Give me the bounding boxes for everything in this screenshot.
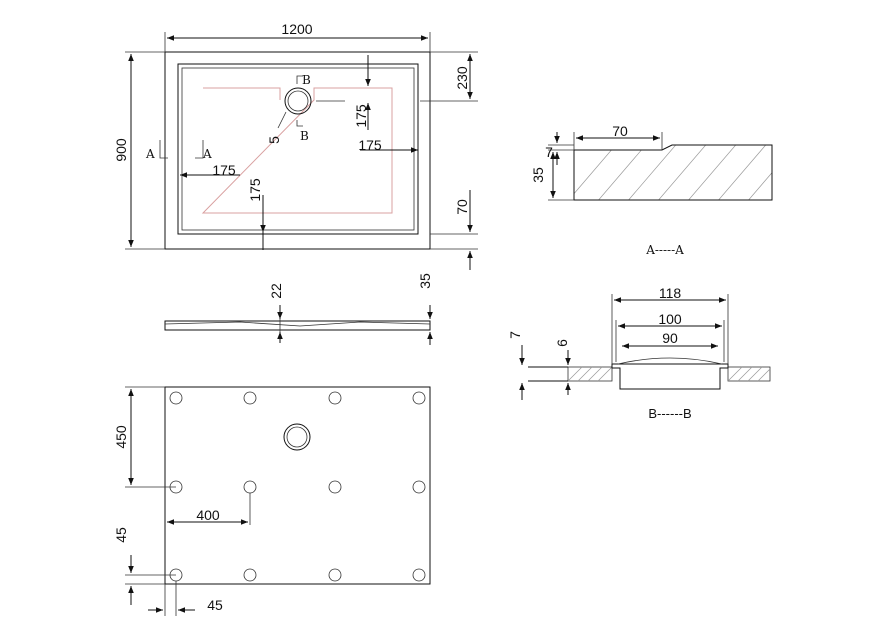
- dim-1200: 1200: [281, 21, 312, 37]
- bottom-drain-inner: [286, 426, 308, 448]
- support-foot: [328, 391, 342, 405]
- support-foot: [412, 480, 426, 494]
- drain-inner: [287, 90, 309, 112]
- section-b-hatching-right: [727, 366, 771, 382]
- support-foot: [328, 480, 342, 494]
- side-profile: [164, 320, 431, 331]
- dim-35-a: 35: [530, 167, 546, 183]
- dim-230: 230: [454, 66, 470, 90]
- dim-400: 400: [196, 507, 220, 523]
- tray-outline: [164, 51, 431, 250]
- tray-inner-border: [177, 63, 419, 235]
- dim-45-h: 45: [207, 597, 223, 613]
- dim-175-bottom: 175: [247, 178, 263, 202]
- drain-body: [611, 363, 729, 390]
- support-foot: [243, 391, 257, 405]
- support-foot: [243, 480, 257, 494]
- dim-450: 450: [113, 425, 129, 449]
- dim-7-b: 7: [507, 331, 523, 339]
- section-b-label: B------B: [648, 406, 691, 421]
- section-a-right-label: A: [202, 147, 212, 161]
- dim-118: 118: [659, 285, 682, 301]
- bottom-outline: [164, 386, 431, 585]
- bottom-drain-outer: [283, 423, 311, 451]
- support-feet: [169, 391, 426, 582]
- top-view: 1200 900 230 70 175 175 5 175: [113, 21, 478, 270]
- section-b-top-label: B: [302, 73, 311, 87]
- support-foot: [169, 391, 183, 405]
- section-b-bottom-label: B: [300, 129, 309, 143]
- section-b-hatching-left: [567, 366, 613, 382]
- drain-outer: [284, 87, 312, 115]
- dim-22: 22: [268, 283, 284, 299]
- dim-90: 90: [662, 330, 678, 346]
- dim-5: 5: [266, 136, 282, 144]
- bottom-view: 450 400 45 45: [113, 386, 431, 616]
- section-a-label: A-----A: [645, 243, 684, 257]
- dim-900: 900: [113, 138, 129, 162]
- support-foot: [243, 568, 257, 582]
- section-a-hatching: [574, 145, 772, 200]
- section-a-left-label: A: [145, 147, 155, 161]
- dim-6-b: 6: [554, 339, 570, 347]
- support-foot: [412, 568, 426, 582]
- section-a-view: 70 7 35 A-----A: [530, 123, 773, 257]
- dim-70-top: 70: [454, 199, 470, 215]
- dim-100: 100: [658, 311, 682, 327]
- dim-175-drain-h: 175: [358, 137, 382, 153]
- support-foot: [412, 391, 426, 405]
- dim-175-left: 175: [212, 162, 236, 178]
- side-view: 22 35: [164, 273, 433, 345]
- support-foot: [328, 568, 342, 582]
- section-b-view: 118 100 90 7 6 B------B: [507, 285, 771, 421]
- dim-70-a: 70: [612, 123, 628, 139]
- dim-45-v: 45: [113, 527, 129, 543]
- dim-35-side: 35: [417, 273, 433, 289]
- dim-7-a: 7: [545, 144, 553, 160]
- dim-175-drain-v: 175: [353, 104, 369, 128]
